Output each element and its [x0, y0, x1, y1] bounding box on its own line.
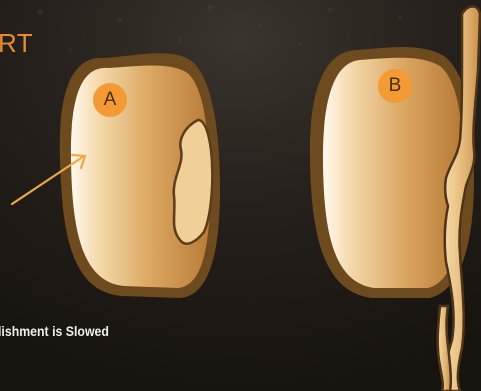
page-title: RT — [0, 28, 33, 58]
seed-a — [60, 53, 220, 298]
caption-text: lishment is Slowed — [0, 322, 109, 340]
seed-a-label-badge: A — [93, 83, 127, 117]
seed-b-label-badge: B — [378, 69, 412, 103]
